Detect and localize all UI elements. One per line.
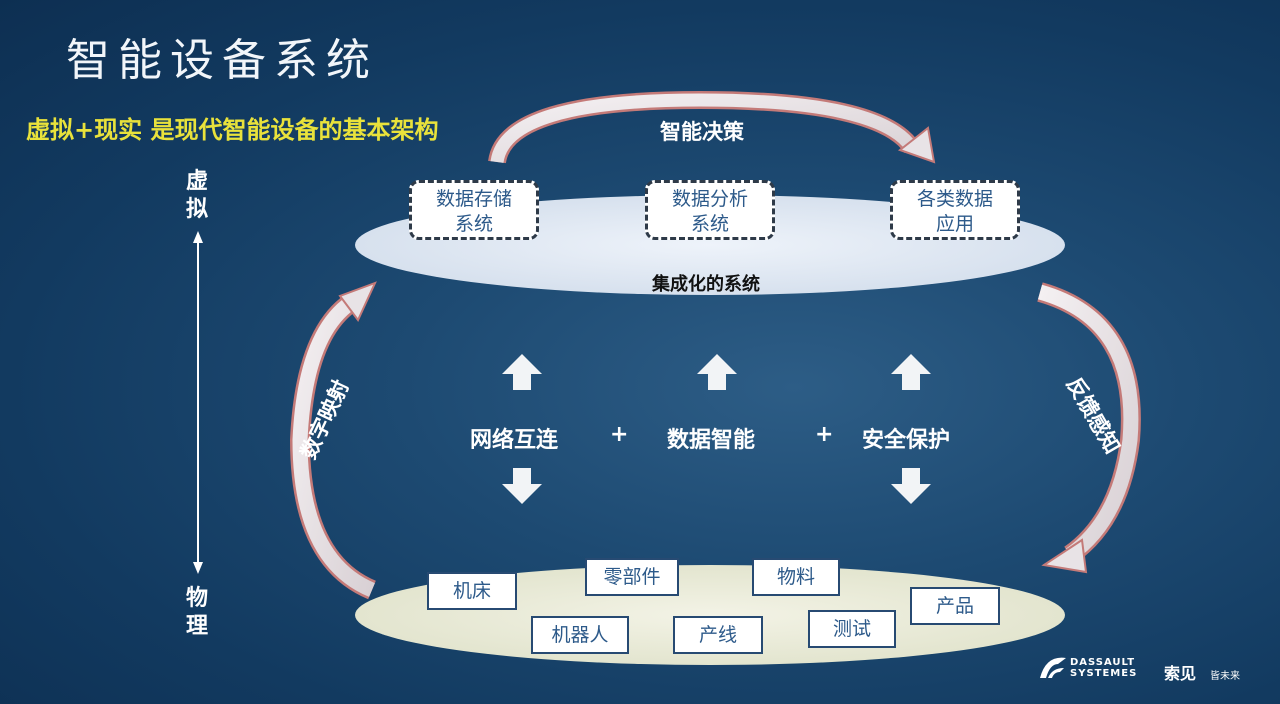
data-intelligence-label: 数据智能	[667, 428, 756, 453]
integrated-system-label: 集成化的系统	[652, 274, 760, 295]
robot-box: 机器人	[531, 616, 629, 654]
box-line: 数据分析	[671, 188, 748, 210]
box-line: 各类数据	[916, 188, 993, 210]
brand-slogan: 皆未来	[1210, 671, 1240, 682]
logo-line: SYSTEMES	[1070, 668, 1138, 679]
page-subtitle: 虚拟+现实 是现代智能设备的基本架构	[26, 116, 439, 144]
decision-label: 智能决策	[660, 120, 744, 144]
down-arrow	[891, 468, 931, 504]
box-line: 系统	[454, 213, 493, 235]
box-line: 应用	[935, 213, 974, 235]
production-line-box: 产线	[673, 616, 763, 654]
storage-system-box: 数据存储 系统	[409, 180, 539, 240]
product-box: 产品	[910, 587, 1000, 625]
data-apps-box: 各类数据 应用	[890, 180, 1020, 240]
mapping-arc-arrow	[289, 281, 377, 600]
axis-label-virtual: 虚拟	[185, 169, 208, 222]
up-arrow	[697, 354, 737, 390]
testing-box: 测试	[808, 610, 896, 648]
dassault-logo-text: DASSAULT SYSTEMES	[1070, 657, 1137, 679]
brand-logo: 索见	[1164, 664, 1197, 683]
box-line: 系统	[690, 213, 729, 235]
up-arrow	[891, 354, 931, 390]
page-title: 智能设备系统	[66, 35, 378, 86]
feedback-arc-arrow	[1037, 282, 1141, 574]
axis-label-physical: 物理	[185, 586, 208, 639]
down-arrow	[502, 468, 542, 504]
materials-box: 物料	[752, 558, 840, 596]
security-label: 安全保护	[862, 428, 951, 453]
network-label: 网络互连	[470, 428, 559, 453]
analysis-system-box: 数据分析 系统	[645, 180, 775, 240]
box-line: 数据存储	[435, 188, 512, 210]
plus-sign: +	[815, 422, 834, 447]
axis-line	[193, 231, 203, 574]
components-box: 零部件	[585, 558, 679, 596]
decision-arc-arrow	[488, 90, 936, 164]
plus-sign: +	[610, 422, 629, 447]
logo-line: DASSAULT	[1070, 657, 1136, 668]
machine-tool-box: 机床	[427, 572, 517, 610]
up-arrow	[502, 354, 542, 390]
